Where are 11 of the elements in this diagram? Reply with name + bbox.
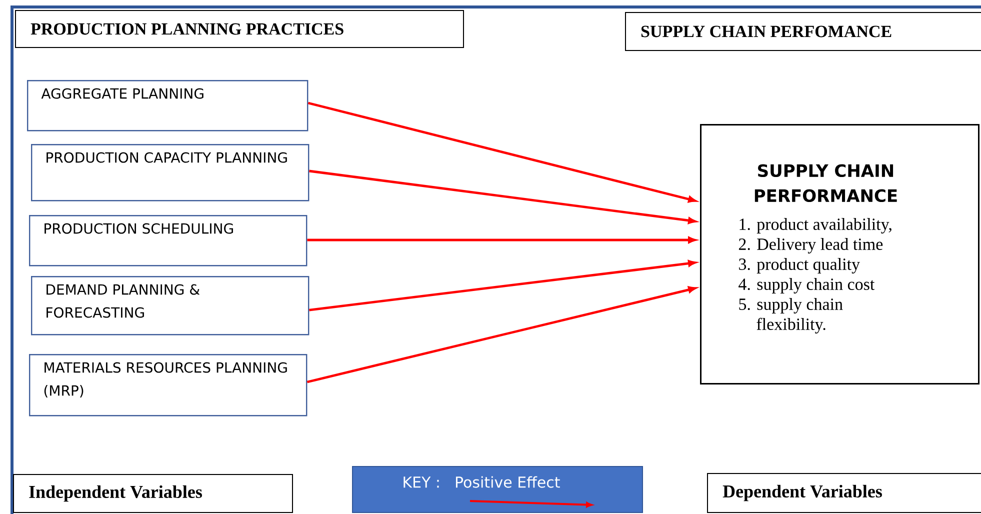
title-box: SUPPLY CHAIN PERFOMANCE — [625, 12, 981, 51]
label-box: Independent Variables — [13, 474, 293, 513]
process-box: MATERIALS RESOURCES PLANNING (MRP) — [29, 354, 308, 416]
label-box: Dependent Variables — [707, 473, 981, 513]
process-box: PRODUCTION CAPACITY PLANNING — [31, 144, 310, 202]
process-box: DEMAND PLANNING & FORECASTING — [31, 276, 310, 336]
process-box: AGGREGATE PLANNING — [27, 80, 308, 132]
result-box: SUPPLY CHAIN PERFORMANCE 1. product availability, 2. Delivery lead time 3. product quality 4. supply chain cost 5. supply chain flexibility. — [700, 124, 980, 384]
key-box: KEY : Positive Effect — [352, 466, 643, 513]
process-box: PRODUCTION SCHEDULING — [29, 215, 308, 266]
title-box: PRODUCTION PLANNING PRACTICES — [15, 10, 464, 48]
